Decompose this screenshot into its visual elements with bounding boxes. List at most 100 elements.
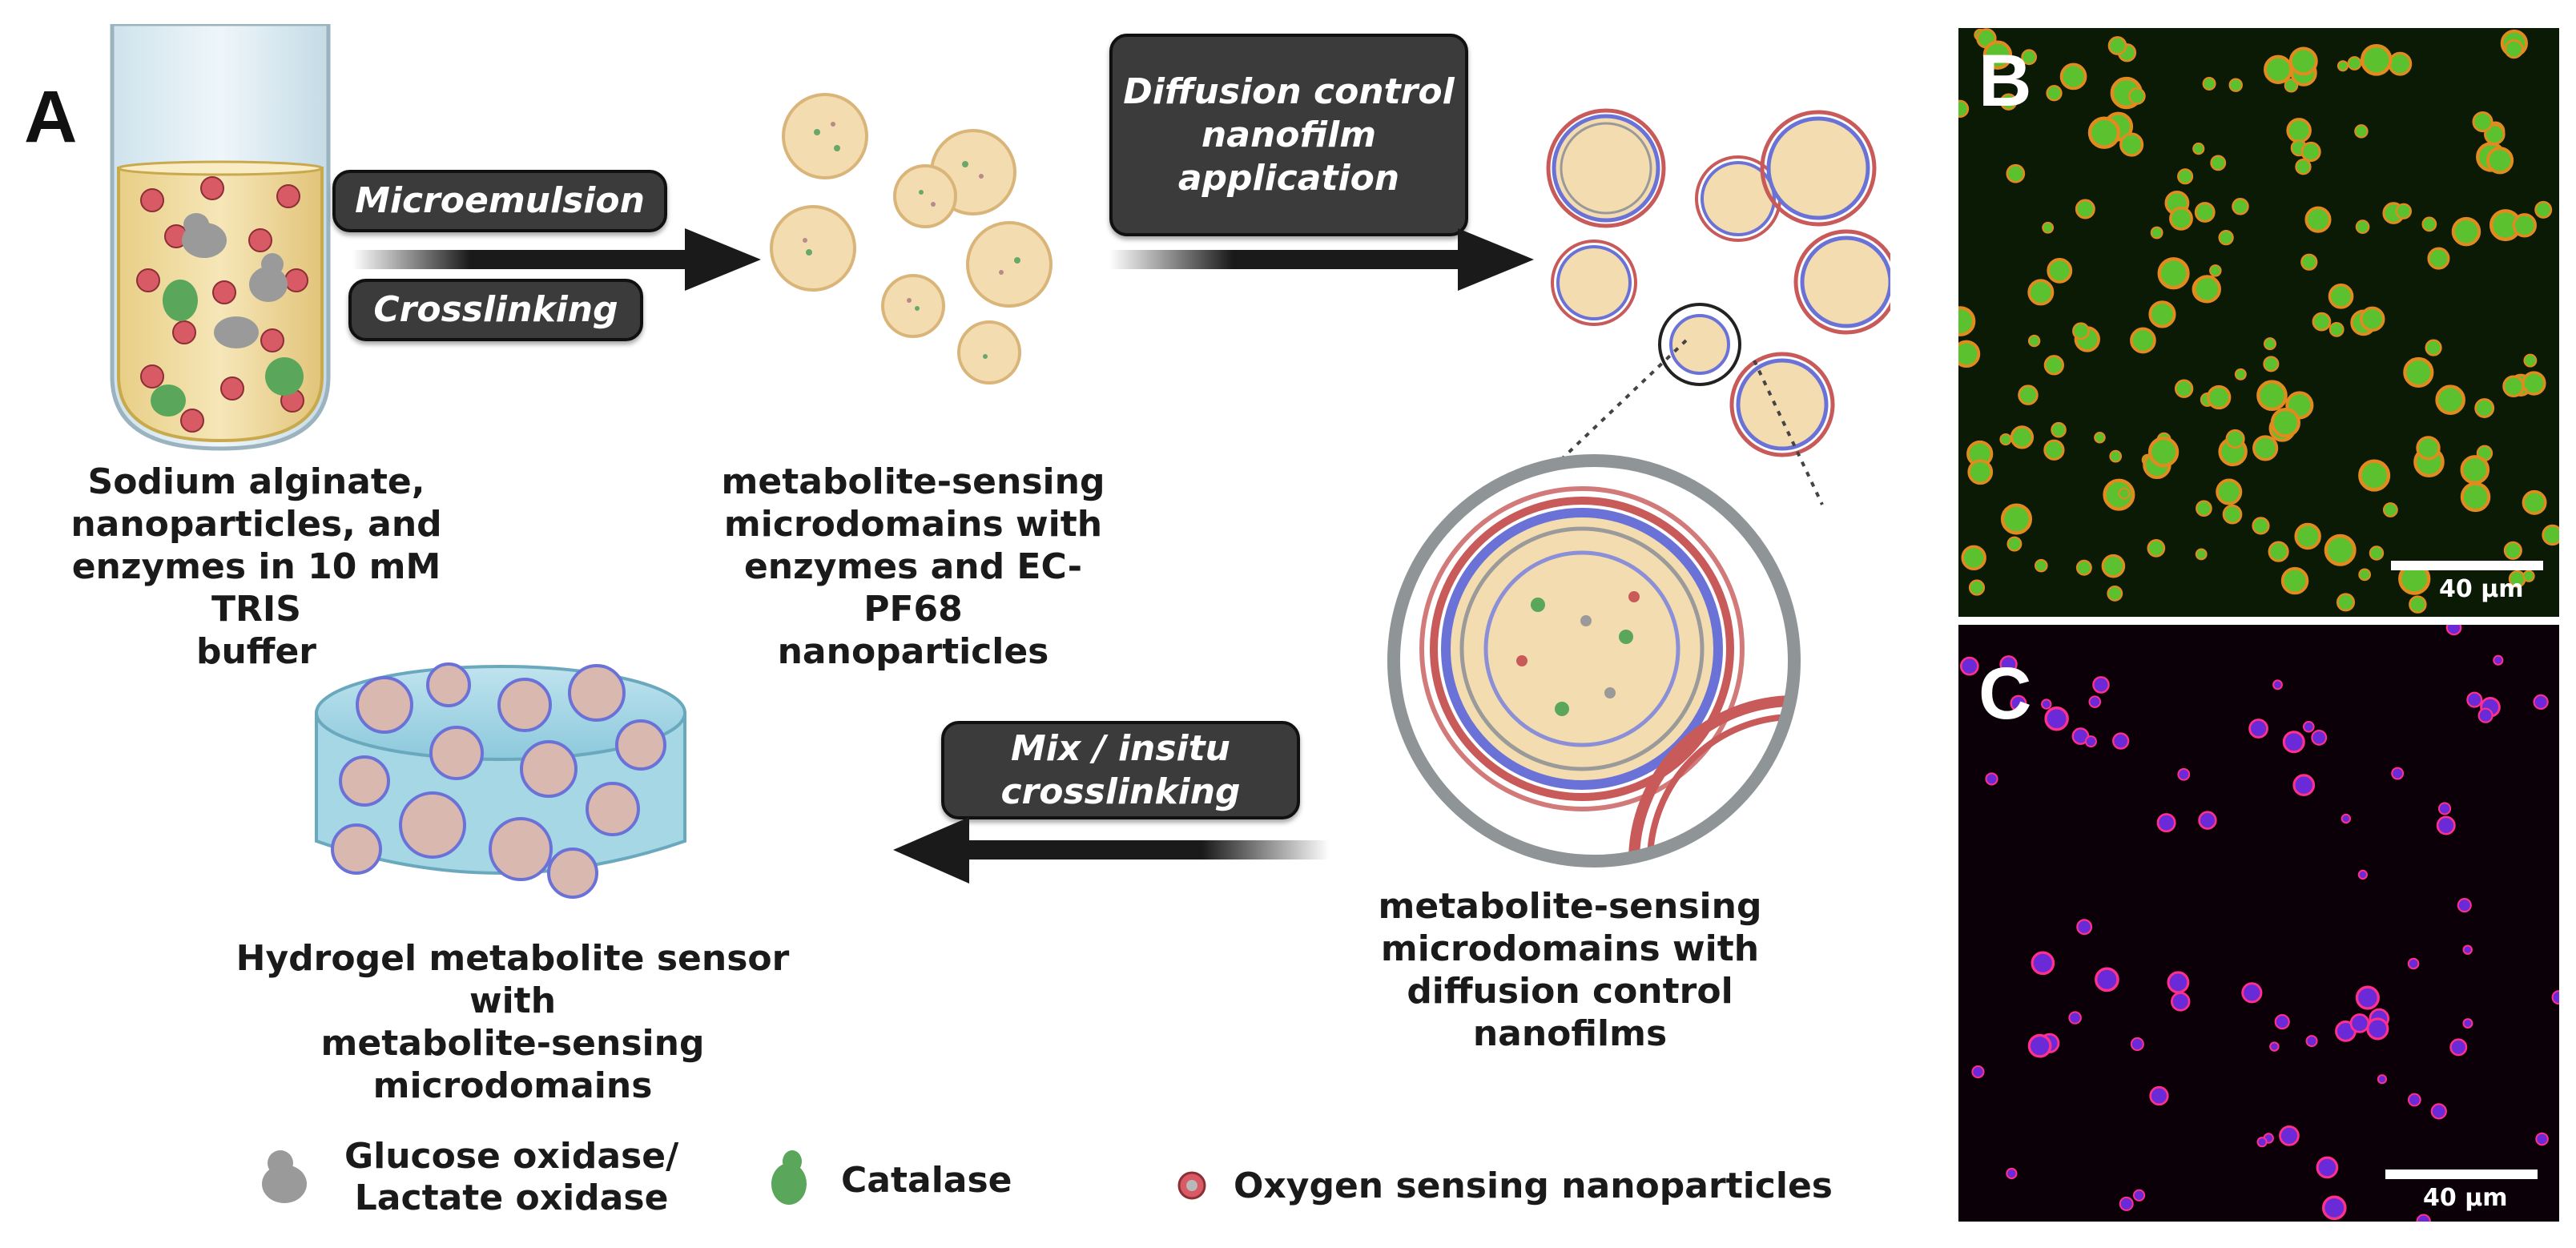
cell [2286, 118, 2312, 143]
cell [2542, 524, 2559, 546]
scalebar-c [2385, 1169, 2538, 1179]
cell [2462, 1018, 2473, 1029]
cell [1958, 340, 1981, 368]
tube-caption: Sodium alginate, nanoparticles, and enzy… [70, 461, 442, 672]
cell [2027, 279, 2055, 306]
cell [2477, 707, 2493, 723]
legend-enzyme: Glucose oxidase/ Lactate oxidase [344, 1136, 679, 1218]
panel-label-b: B [1978, 40, 2032, 122]
cell [2300, 141, 2321, 163]
cell [2147, 538, 2166, 558]
cell [2355, 219, 2370, 234]
cell [2263, 356, 2280, 372]
cell [2128, 87, 2146, 105]
cell [2148, 300, 2176, 328]
cell [2222, 504, 2243, 525]
cell [2044, 706, 2069, 731]
cell [2095, 967, 2119, 992]
cell [2427, 247, 2450, 270]
cell [2312, 312, 2332, 332]
cell [2337, 60, 2349, 72]
cell [1971, 1065, 1985, 1079]
cell [2382, 502, 2398, 517]
cell [2210, 155, 2227, 171]
cell [2195, 548, 2208, 561]
cell [2118, 487, 2131, 500]
coated-microdomains-illustration [1546, 108, 1890, 457]
cell [2522, 489, 2547, 515]
cell [2092, 676, 2110, 694]
cell [2493, 654, 2504, 666]
cell [2010, 425, 2035, 449]
cell [2072, 322, 2090, 340]
cell [1999, 655, 2018, 674]
scalebar-b-label: 40 μm [2439, 575, 2524, 603]
cell [2409, 595, 2427, 614]
cell [2150, 226, 2163, 240]
cell [2111, 732, 2130, 750]
step-nanofilm: Diffusion control nanofilm application [1109, 34, 1468, 236]
cell [2280, 566, 2309, 595]
cell [2256, 380, 2288, 412]
scalebar-c-label: 40 μm [2423, 1184, 2508, 1212]
cell [2349, 1013, 2370, 1033]
cell [2512, 213, 2537, 238]
cell [1999, 93, 2018, 111]
cell [2041, 698, 2052, 710]
cell [2157, 257, 2190, 290]
cell [2202, 77, 2216, 91]
cell [2119, 1196, 2134, 1211]
cell [2474, 398, 2495, 418]
test-tube-illustration [110, 24, 331, 451]
cell [2234, 368, 2247, 380]
step-mix: Mix / insitu crosslinking [941, 721, 1300, 819]
cell [2304, 206, 2332, 233]
panel-label-c: C [1978, 653, 2032, 735]
cell [2316, 1156, 2339, 1179]
cell [2436, 815, 2456, 835]
cell [2018, 384, 2039, 405]
cell [2209, 264, 2222, 277]
cell [2407, 957, 2420, 970]
cell [2216, 478, 2243, 505]
cell [2522, 371, 2546, 396]
cell [2225, 429, 2245, 449]
cell [2088, 695, 2102, 708]
cell [2207, 384, 2232, 410]
cell [2256, 1137, 2268, 1148]
cell [2358, 568, 2372, 582]
cell [1968, 579, 1986, 596]
cell [2282, 731, 2305, 754]
cell [2107, 585, 2123, 602]
legend-nanoparticles: Oxygen sensing nanoparticles [1234, 1165, 1833, 1206]
cell [2360, 43, 2393, 76]
cell [2357, 869, 2368, 880]
cell [2292, 774, 2316, 796]
cell [2328, 321, 2345, 337]
cell [2294, 522, 2321, 550]
cell [2167, 971, 2190, 994]
cell [2360, 306, 2385, 332]
cell [2391, 767, 2405, 780]
cell [2288, 46, 2318, 76]
cell [2192, 275, 2221, 304]
cell [2485, 147, 2514, 175]
cell [2269, 1041, 2280, 1052]
cell [2457, 898, 2472, 913]
cell [2462, 944, 2473, 955]
cell [2416, 436, 2441, 461]
cell [1999, 433, 2012, 446]
catalase-icon [771, 1150, 807, 1205]
cell [2347, 56, 2362, 70]
cell [2130, 1037, 2144, 1052]
cell [2449, 1038, 2468, 1057]
cell [1958, 99, 1970, 119]
cell [2248, 719, 2268, 739]
cell [2192, 143, 2205, 155]
cell [2435, 384, 2465, 415]
step-crosslinking: Crosslinking [348, 279, 643, 341]
cell [2533, 694, 2549, 710]
cell [2228, 78, 2243, 92]
cell [2075, 199, 2095, 219]
cell [2084, 735, 2097, 748]
